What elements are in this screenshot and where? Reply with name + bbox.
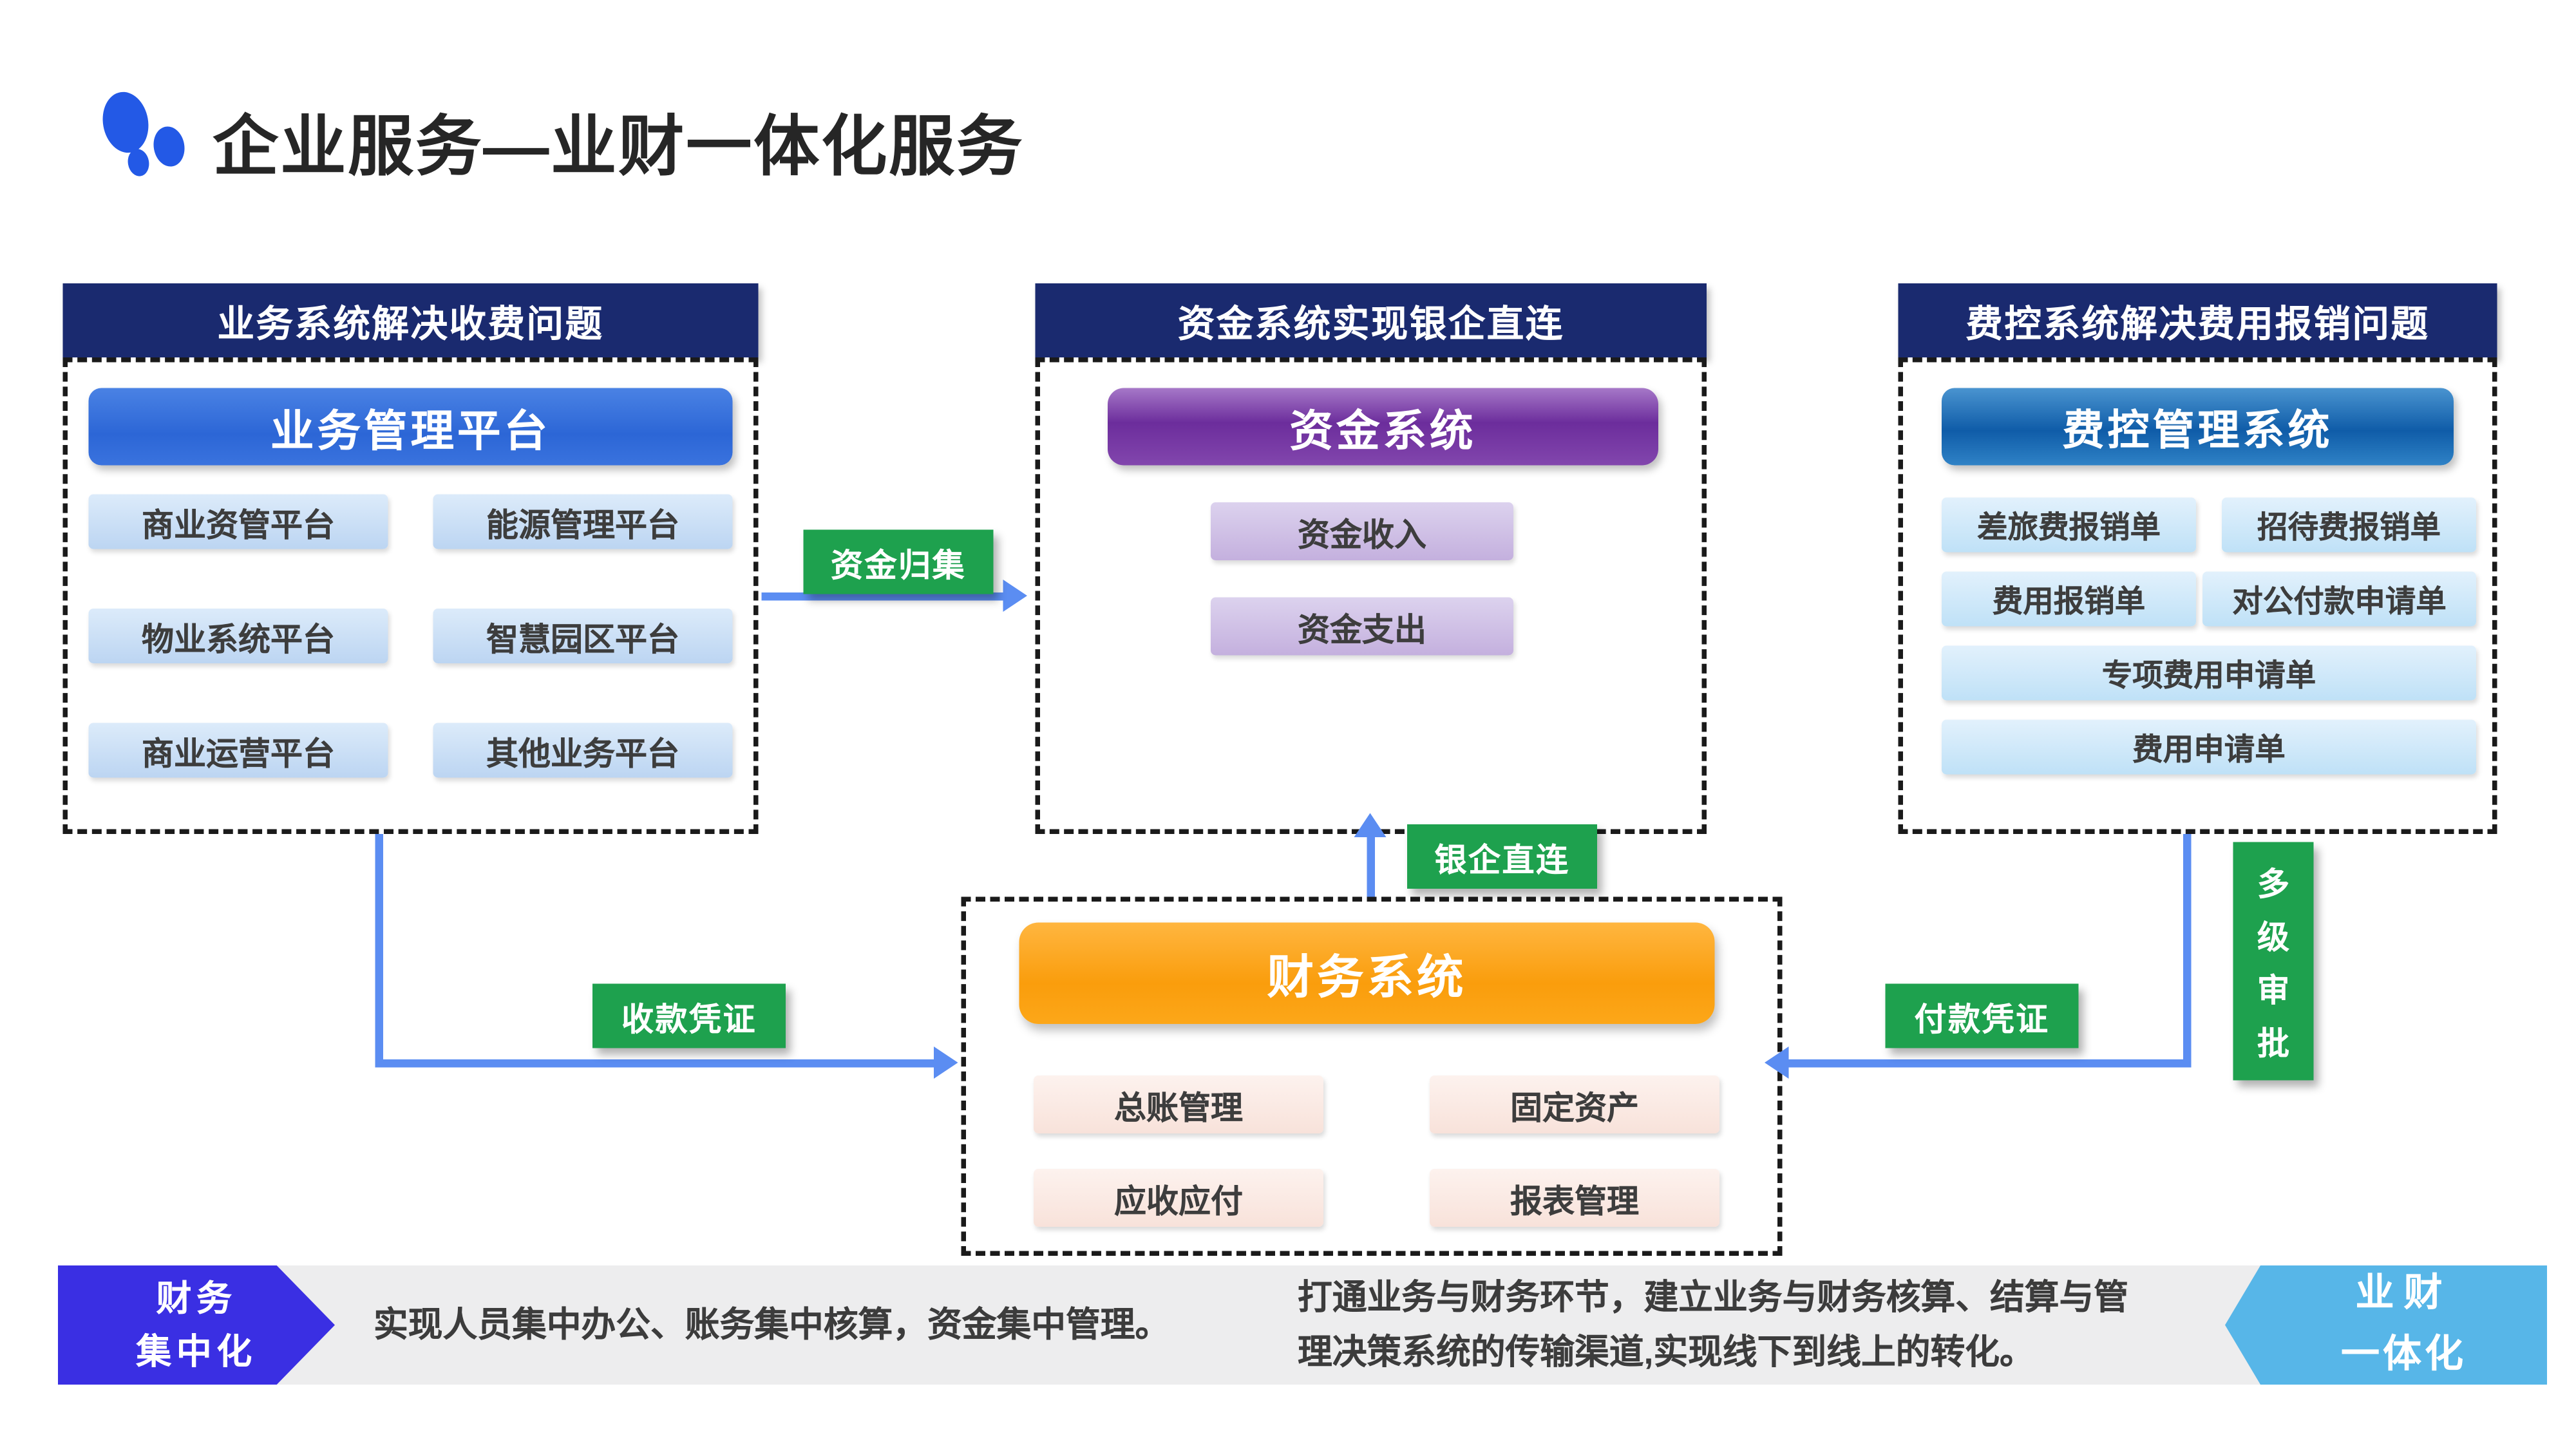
approval-char: 批 — [2257, 1027, 2289, 1063]
payment-voucher-vline — [2183, 824, 2192, 1068]
business-item: 其他业务平台 — [433, 723, 733, 778]
footer-left-tag-line1: 财务 — [156, 1278, 237, 1319]
business-item: 商业资管平台 — [88, 494, 388, 549]
business-panel-header: 业务系统解决收费问题 — [62, 283, 759, 357]
footer-text2-line1: 打通业务与财务环节，建立业务与财务核算、结算与管 — [1298, 1278, 2129, 1317]
bank-direct-line — [1367, 835, 1375, 897]
finance-item: 应收应付 — [1034, 1169, 1323, 1227]
finance-platform-button: 财务系统 — [1019, 922, 1715, 1024]
approval-char: 级 — [2257, 921, 2289, 956]
business-item: 商业运营平台 — [88, 723, 388, 778]
receipt-voucher-label: 收款凭证 — [592, 983, 786, 1048]
expense-item: 对公付款申请单 — [2202, 571, 2476, 627]
expense-item-wide: 专项费用申请单 — [1942, 645, 2476, 701]
expense-platform-button: 费控管理系统 — [1942, 388, 2454, 466]
business-item: 物业系统平台 — [88, 609, 388, 663]
multi-level-approval-label: 多 级 审 批 — [2233, 842, 2314, 1081]
footer-right-tag-line1: 业财 — [2355, 1271, 2452, 1315]
footer-text1-line: 实现人员集中办公、账务集中核算，资金集中管理。 — [374, 1305, 1170, 1344]
business-item: 智慧园区平台 — [433, 609, 733, 663]
business-platform-button: 业务管理平台 — [88, 388, 733, 466]
fund-collection-line — [761, 592, 1007, 601]
footer-text-centralization: 实现人员集中办公、账务集中核算，资金集中管理。 — [374, 1265, 1170, 1385]
treasury-panel-header: 资金系统实现银企直连 — [1035, 283, 1707, 357]
treasury-item: 资金收入 — [1211, 502, 1513, 560]
bank-direct-arrowhead — [1354, 813, 1387, 837]
approval-char: 审 — [2257, 974, 2289, 1010]
expense-item: 差旅费报销单 — [1942, 497, 2196, 553]
fund-collection-arrowhead — [1003, 580, 1027, 612]
fund-collection-label: 资金归集 — [803, 529, 994, 594]
expense-item-wide: 费用申请单 — [1942, 719, 2476, 775]
expense-panel-header: 费控系统解决费用报销问题 — [1898, 283, 2497, 357]
bank-direct-label: 银企直连 — [1407, 824, 1597, 889]
approval-char: 多 — [2257, 867, 2289, 904]
footer-text-integration: 打通业务与财务环节，建立业务与财务核算、结算与管 理决策系统的传输渠道,实现线下… — [1298, 1265, 2128, 1385]
treasury-item: 资金支出 — [1211, 597, 1513, 656]
payment-voucher-label: 付款凭证 — [1885, 983, 2079, 1048]
receipt-voucher-arrowhead — [934, 1046, 958, 1079]
receipt-voucher-hline — [375, 1059, 936, 1068]
finance-item: 报表管理 — [1430, 1169, 1719, 1227]
treasury-platform-button: 资金系统 — [1108, 388, 1658, 466]
business-item: 能源管理平台 — [433, 494, 733, 549]
footer-right-tag-line2: 一体化 — [2341, 1333, 2467, 1377]
payment-voucher-hline — [1787, 1059, 2192, 1068]
footer-left-tag: 财务 集中化 — [58, 1265, 335, 1385]
page-title: 企业服务—业财一体化服务 — [213, 109, 1024, 184]
footer-left-tag-line2: 集中化 — [136, 1331, 257, 1372]
footer-text2-line2: 理决策系统的传输渠道,实现线下到线上的转化。 — [1298, 1333, 2034, 1372]
footer-bar — [58, 1265, 2547, 1385]
company-logo-icon — [102, 91, 185, 176]
receipt-voucher-vline — [375, 824, 383, 1068]
expense-item: 招待费报销单 — [2222, 497, 2476, 553]
expense-item: 费用报销单 — [1942, 571, 2196, 627]
footer-right-tag: 业财 一体化 — [2225, 1265, 2547, 1385]
payment-voucher-arrowhead — [1765, 1046, 1789, 1079]
finance-item: 固定资产 — [1430, 1075, 1719, 1133]
finance-item: 总账管理 — [1034, 1075, 1323, 1133]
